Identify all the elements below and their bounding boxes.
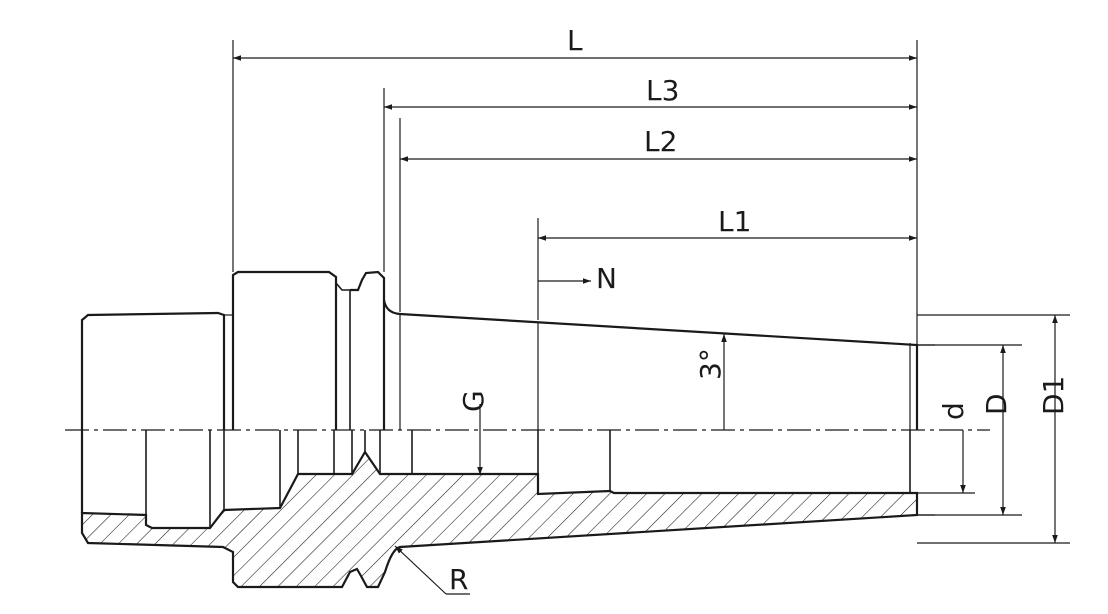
label-d: d xyxy=(937,402,970,420)
dimension-lines xyxy=(233,55,1058,595)
label-L: L xyxy=(567,24,583,57)
extension-lines xyxy=(232,40,1070,544)
label-angle: 3° xyxy=(694,348,727,380)
label-D: D xyxy=(980,393,1013,415)
section-hatch xyxy=(80,449,919,589)
upper-outline xyxy=(80,270,935,430)
label-N: N xyxy=(596,262,617,295)
label-L2: L2 xyxy=(644,125,677,158)
label-L3: L3 xyxy=(646,74,679,107)
label-G: G xyxy=(457,390,490,412)
label-D1: D1 xyxy=(1037,376,1070,415)
label-L1: L1 xyxy=(718,205,751,238)
lower-section xyxy=(80,430,935,589)
leader-R xyxy=(394,545,447,595)
label-R: R xyxy=(449,563,468,596)
